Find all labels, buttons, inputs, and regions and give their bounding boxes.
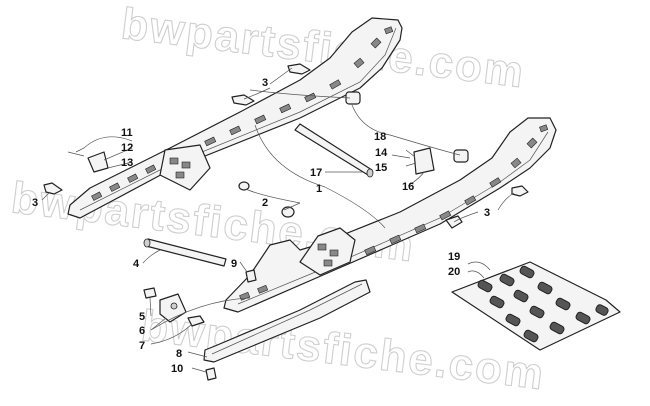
callout-19: 19: [448, 251, 460, 263]
callout-17: 17: [310, 167, 322, 179]
bolt-8: [245, 269, 257, 283]
callout-15: 15: [375, 162, 387, 174]
callout-3-left: 3: [32, 197, 38, 209]
callout-11: 11: [121, 127, 133, 139]
right-rail: [223, 117, 557, 313]
callout-3-right: 3: [484, 207, 490, 219]
callout-20: 20: [448, 266, 460, 278]
callout-12: 12: [121, 142, 133, 154]
left-rail: [67, 17, 403, 219]
callout-4: 4: [133, 258, 140, 270]
bolt-left: [231, 94, 255, 106]
bolt-7: [187, 315, 205, 327]
callout-2: 2: [262, 197, 268, 209]
screw-10: [205, 367, 217, 381]
cross-shafts: [143, 123, 374, 267]
bushing-right: [453, 149, 469, 163]
bolt-top: [287, 63, 311, 75]
nut-5: [143, 287, 157, 299]
hardware: [43, 63, 529, 381]
callout-13: 13: [121, 157, 133, 169]
callout-3-top: 3: [262, 77, 268, 89]
callout-10: 10: [171, 363, 183, 375]
bracket-16: [413, 147, 435, 175]
callout-9: 8: [176, 348, 182, 360]
callout-16: 16: [402, 181, 414, 193]
callout-18: 18: [374, 131, 386, 143]
washer-2a: [238, 181, 250, 191]
track-clip-assembly: [451, 261, 621, 351]
callout-6: 6: [139, 325, 145, 337]
leader-lines: [41, 67, 515, 373]
callout-5: 5: [139, 311, 145, 323]
callout-labels: 3 18 11 12 13 14 15 17 16 1 3 2 3 4 9 19…: [32, 77, 490, 375]
bolt-far-left: [43, 182, 63, 195]
bracket-13: [87, 151, 109, 173]
shaft-17: [294, 123, 373, 176]
callout-14: 14: [375, 147, 388, 159]
callout-1: 1: [316, 183, 322, 195]
bolt-right: [511, 185, 529, 197]
callout-8: 9: [231, 258, 237, 270]
wear-strip: [203, 279, 371, 363]
callout-7: 7: [139, 340, 145, 352]
